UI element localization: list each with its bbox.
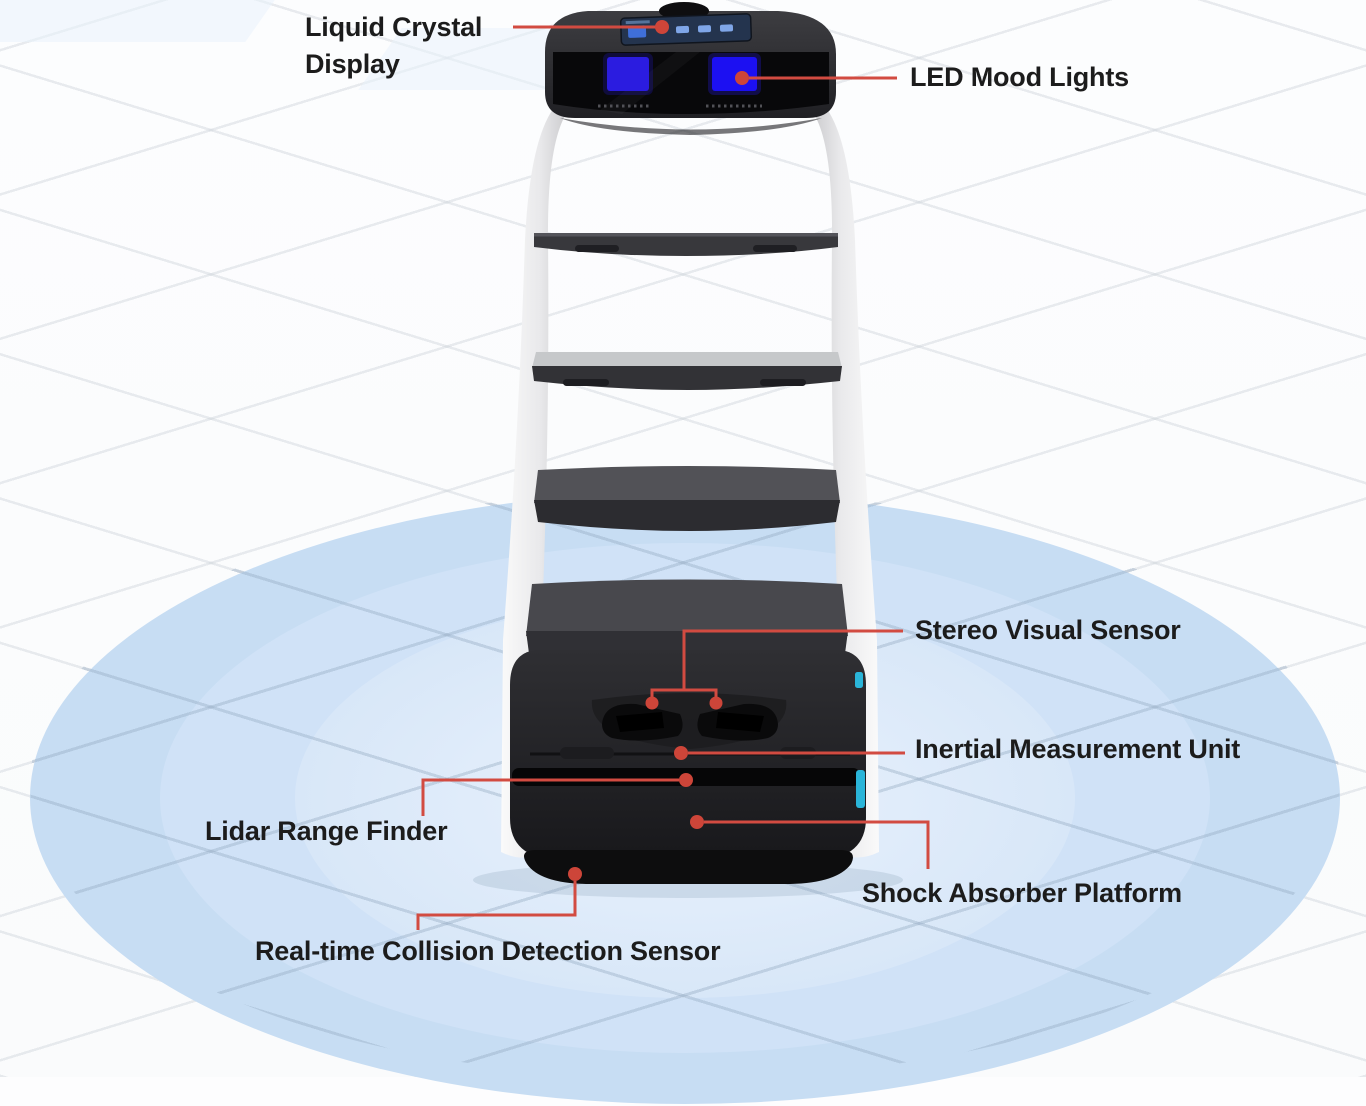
head-visor [553, 52, 829, 114]
label-stereo-visual-sensor: Stereo Visual Sensor [915, 615, 1181, 645]
label-shock-absorber-platform: Shock Absorber Platform [862, 878, 1182, 908]
label-led-mood-lights: LED Mood Lights [910, 62, 1129, 92]
delivery-tray-2 [532, 352, 842, 390]
callout-lidar-range-finder [421, 773, 693, 816]
callout-shock-absorber-platform [690, 815, 930, 869]
led-mood-light-right [712, 57, 757, 91]
robot-base [510, 650, 866, 884]
lcd-screen [619, 13, 753, 46]
label-liquid-crystal-display: Liquid Crystal Display [305, 12, 483, 79]
robot-head [545, 2, 836, 135]
cyan-accent-side [856, 770, 865, 808]
stereo-camera-right-lens [716, 712, 764, 732]
head-underside-shadow [560, 118, 822, 135]
label-real-time-collision-detection-sensor: Real-time Collision Detection Sensor [255, 936, 721, 966]
callout-real-time-collision-detection-sensor [416, 867, 582, 930]
callout-led-mood-lights [735, 71, 897, 85]
callout-inertial-measurement-unit [674, 746, 905, 760]
cyan-accent-top [855, 672, 863, 688]
delivery-tray-1 [534, 233, 838, 256]
base-vent-left [560, 747, 614, 759]
delivery-tray-3 [534, 466, 840, 531]
stereo-camera-left-lens [616, 712, 664, 732]
callout-stereo-visual-sensor [645, 629, 903, 710]
callout-liquid-crystal-display [513, 20, 669, 34]
label-inertial-measurement-unit: Inertial Measurement Unit [915, 734, 1241, 764]
label-lidar-range-finder: Lidar Range Finder [205, 816, 448, 846]
bottom-bumper [524, 850, 853, 884]
callout-lines [416, 20, 930, 930]
led-mood-light-left [607, 57, 649, 91]
